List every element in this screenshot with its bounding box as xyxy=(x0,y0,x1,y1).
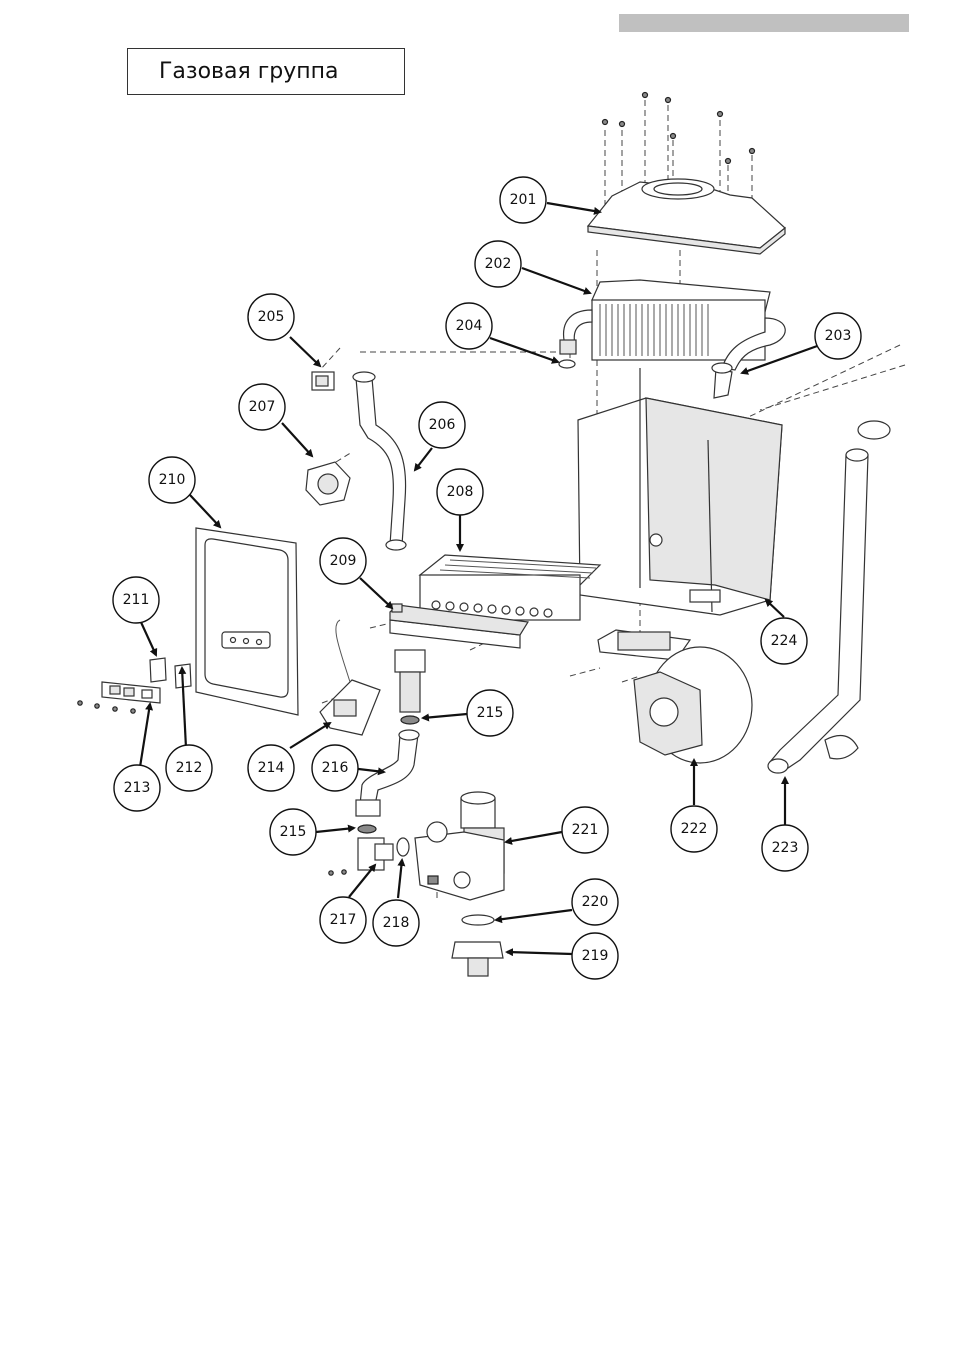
callout-label: 216 xyxy=(322,760,349,776)
callout-211: 211 xyxy=(113,577,159,623)
gas-pipe xyxy=(356,730,419,816)
callout-221: 221 xyxy=(562,807,608,853)
outlet-fitting xyxy=(712,363,732,398)
callout-label: 218 xyxy=(383,915,410,931)
callout-label: 210 xyxy=(159,472,186,488)
callout-201: 201 xyxy=(500,177,546,223)
washer xyxy=(559,360,575,368)
callout-label: 205 xyxy=(258,309,285,325)
callout-label: 203 xyxy=(825,328,852,344)
callout-label: 202 xyxy=(485,256,512,272)
callout-label: 215 xyxy=(477,705,504,721)
callout-217: 217 xyxy=(320,897,366,943)
callout-label: 212 xyxy=(176,760,203,776)
callout-208: 208 xyxy=(437,469,483,515)
valve-seal xyxy=(462,915,494,925)
clip xyxy=(312,372,334,390)
callout-224: 224 xyxy=(761,618,807,664)
top-screws xyxy=(603,93,755,164)
callout-219: 219 xyxy=(572,933,618,979)
callout-label: 208 xyxy=(447,484,474,500)
callout-label: 221 xyxy=(572,822,599,838)
ignition-module xyxy=(320,620,380,735)
gasket-upper xyxy=(401,716,419,724)
callout-213: 213 xyxy=(114,765,160,811)
gas-valve xyxy=(415,792,504,900)
callout-222: 222 xyxy=(671,806,717,852)
burner xyxy=(420,555,600,620)
small-screws xyxy=(78,701,135,713)
callout-203: 203 xyxy=(815,313,861,359)
callout-205: 205 xyxy=(248,294,294,340)
callout-label: 201 xyxy=(510,192,537,208)
callout-label: 214 xyxy=(258,760,285,776)
callout-214: 214 xyxy=(248,745,294,791)
water-valve xyxy=(306,462,350,505)
o-ring xyxy=(397,838,409,856)
gasket-lower xyxy=(358,825,376,833)
callout-label: 213 xyxy=(124,780,151,796)
callout-label: 222 xyxy=(681,821,708,837)
callout-label: 220 xyxy=(582,894,609,910)
callout-216: 216 xyxy=(312,745,358,791)
flue-pipe xyxy=(768,421,890,773)
callout-220: 220 xyxy=(572,879,618,925)
fan xyxy=(598,630,752,763)
gas-elbow xyxy=(329,838,393,875)
inlet-connector xyxy=(452,942,503,976)
callout-212: 212 xyxy=(166,745,212,791)
callout-label: 217 xyxy=(330,912,357,928)
gas-riser xyxy=(395,650,425,712)
front-panel xyxy=(196,528,298,715)
callout-210: 210 xyxy=(149,457,195,503)
callout-209: 209 xyxy=(320,538,366,584)
frame xyxy=(578,368,782,615)
callout-204: 204 xyxy=(446,303,492,349)
callout-label: 204 xyxy=(456,318,483,334)
callout-label: 206 xyxy=(429,417,456,433)
callout-202: 202 xyxy=(475,241,521,287)
callout-207: 207 xyxy=(239,384,285,430)
callout-223: 223 xyxy=(762,825,808,871)
callout-label: 209 xyxy=(330,553,357,569)
callout-label: 211 xyxy=(123,592,150,608)
callout-206: 206 xyxy=(419,402,465,448)
switch-brackets xyxy=(150,658,191,688)
callout-label: 207 xyxy=(249,399,276,415)
callout-label: 215 xyxy=(280,824,307,840)
callout-label: 223 xyxy=(772,840,799,856)
callout-215-lower: 215 xyxy=(270,809,316,855)
water-pipe xyxy=(353,372,406,550)
callout-label: 224 xyxy=(771,633,798,649)
control-plate xyxy=(102,682,160,703)
flue-hood xyxy=(588,179,785,254)
callout-215-upper: 215 xyxy=(467,690,513,736)
heat-exchanger xyxy=(560,280,785,370)
callout-label: 219 xyxy=(582,948,609,964)
callout-218: 218 xyxy=(373,900,419,946)
